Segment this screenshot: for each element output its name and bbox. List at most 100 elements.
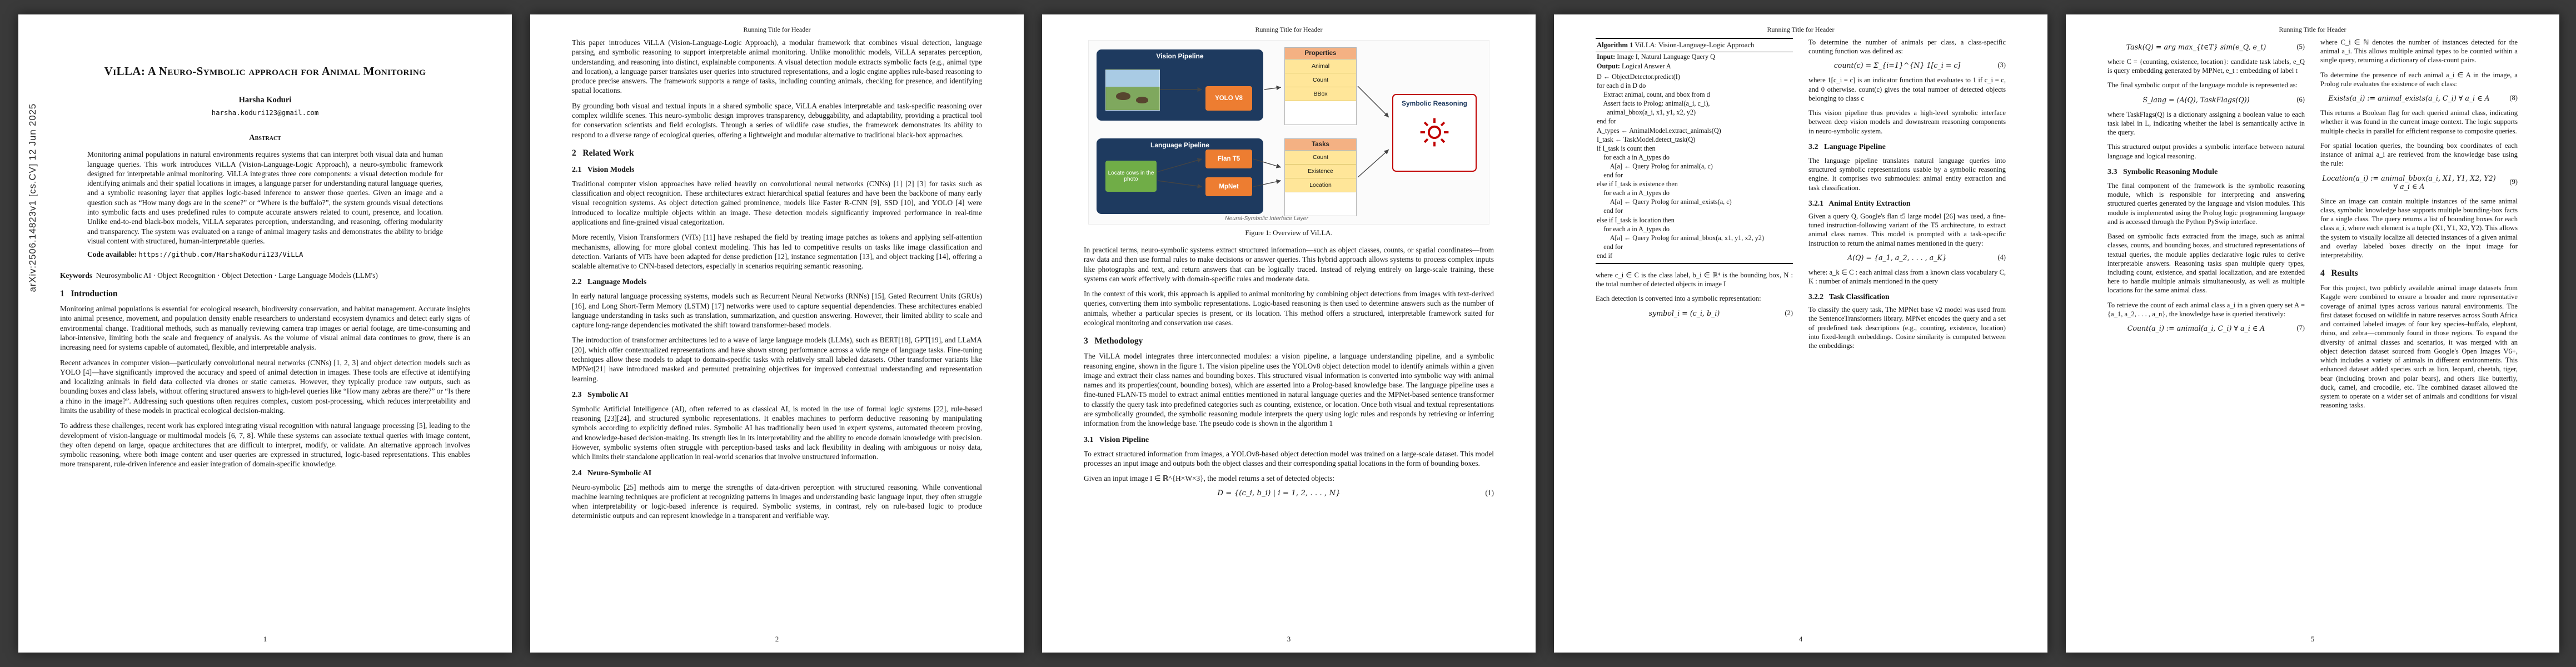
paper-title: ViLLA: A Neuro-Symbolic approach for Ani… — [104, 64, 426, 78]
language-pipeline-paragraph: The language pipeline translates natural… — [1808, 156, 2006, 192]
methodology-paragraph: The ViLLA model integrates three interco… — [1084, 352, 1494, 428]
properties-title: Properties — [1285, 48, 1356, 59]
equation-5-formula: Task(Q) = arg max_{t∈T} sim(e_Q, e_t) — [2126, 43, 2266, 51]
vision-pipeline-box: Vision Pipeline YOLO V8 — [1097, 49, 1263, 121]
section-2-related-work: 2 Related Work — [572, 148, 634, 158]
vision-models-paragraph-1: Traditional computer vision approaches h… — [572, 179, 982, 226]
section-2-3-symbolic-ai: 2.3 Symbolic AI — [572, 390, 629, 399]
reasoning-module-paragraph-2: Based on symbolic facts extracted from t… — [2107, 232, 2305, 295]
keywords-text: Neurosymbolic AI · Object Recognition · … — [96, 271, 378, 280]
algorithm-input-text: Image I, Natural Language Query Q — [1615, 53, 1715, 61]
running-header: Running Title for Header — [743, 26, 811, 33]
indicator-function-paragraph: where 1[c_i = c] is an indicator functio… — [1808, 76, 2006, 102]
page-5: Running Title for Header Task(Q) = arg m… — [2066, 14, 2559, 653]
yolo-v8-box: YOLO V8 — [1205, 86, 1252, 111]
equation-4: A(Q) = {a_1, a_2, . . . , a_K} (4) — [1808, 253, 2006, 262]
reasoning-module-paragraph-1: The final component of the framework is … — [2107, 181, 2305, 226]
code-label: Code available: — [87, 250, 137, 259]
task-labels-paragraph: where C = {counting, existence, location… — [2107, 58, 2305, 75]
query-example-box: Locate cows in the photo — [1105, 161, 1157, 192]
neuro-symbolic-practical-paragraph: In practical terms, neuro-symbolic syste… — [1084, 246, 1494, 283]
algorithm-1-title: Algorithm 1 ViLLA: Vision-Language-Logic… — [1596, 39, 1793, 52]
page-number: 1 — [263, 635, 267, 643]
mpnet-box: MpNet — [1205, 177, 1252, 196]
intro-paragraph-3: To address these challenges, recent work… — [60, 421, 470, 469]
code-availability-line: Code available: https://github.com/Harsh… — [87, 250, 443, 259]
count-instances-paragraph: where C_i ∈ ℕ denotes the number of inst… — [2320, 38, 2518, 64]
count-query-lead: To retrieve the count of each animal cla… — [2107, 301, 2305, 318]
vocabulary-paragraph: where: a_k ∈ C : each animal class from … — [1808, 268, 2006, 285]
equation-6-number: (6) — [2296, 95, 2305, 103]
page-4: Running Title for Header Algorithm 1 ViL… — [1554, 14, 2047, 653]
equation-8-number: (8) — [2509, 94, 2518, 102]
section-3-methodology: 3 Methodology — [1084, 336, 1143, 346]
multiple-instances-paragraph: Since an image can contain multiple inst… — [2320, 197, 2518, 259]
equation-7-number: (7) — [2296, 324, 2305, 332]
overview-paragraph-1: This paper introduces ViLLA (Vision-Lang… — [572, 38, 982, 95]
algorithm-output-text: Logical Answer A — [1620, 62, 1671, 70]
neuro-symbolic-paragraph: Neuro-symbolic [25] methods aim to merge… — [572, 482, 982, 520]
section-2-2-language-models: 2.2 Language Models — [572, 278, 647, 287]
taskflags-paragraph: where TaskFlags(Q) is a dictionary assig… — [2107, 110, 2305, 137]
equation-4-formula: A(Q) = {a_1, a_2, . . . , a_K} — [1847, 253, 1947, 262]
symbolic-reasoning-box: Symbolic Reasoning — [1392, 94, 1477, 172]
input-image-thumbnail — [1105, 69, 1160, 111]
figure-1-caption: Figure 1: Overview of ViLLA. — [1245, 229, 1333, 237]
author-email[interactable]: harsha.koduri123@gmail.com — [211, 109, 319, 117]
equation-9: Location(a_i) := animal_bbox(a_i, X1, Y1… — [2320, 174, 2518, 191]
equation-2-number: (2) — [1785, 308, 1793, 317]
keywords-line: Keywords Neurosymbolic AI · Object Recog… — [60, 271, 470, 280]
page-5-left-column: Task(Q) = arg max_{t∈T} sim(e_Q, e_t) (5… — [2107, 38, 2305, 416]
page-number: 4 — [1798, 635, 1803, 643]
equation-1-formula: D = {(c_i, b_i) | i = 1, 2, . . . , N} — [1217, 489, 1341, 497]
algorithm-output-line: Output: Logical Answer A — [1596, 62, 1793, 71]
equation-3-formula: count(c) = Σ_{i=1}^{N} 1[c_i = c] — [1833, 61, 1961, 70]
equation-9-formula: Location(a_i) := animal_bbox(a_i, X1, Y1… — [2322, 173, 2496, 191]
equation-4-number: (4) — [1997, 253, 2006, 261]
symbolic-representation-lead: Each detection is converted into a symbo… — [1596, 295, 1761, 303]
equation-3-number: (3) — [1997, 61, 2006, 69]
structured-output-paragraph: This structured output provides a symbol… — [2107, 143, 2305, 160]
section-2-4-neuro-symbolic-ai: 2.4 Neuro-Symbolic AI — [572, 469, 652, 477]
abstract-heading: Abstract — [249, 133, 281, 143]
section-3-2-1-animal-entity-extraction: 3.2.1 Animal Entity Extraction — [1808, 198, 1911, 207]
vision-pipeline-provides-paragraph: This vision pipeline thus provides a hig… — [1808, 109, 2006, 135]
entity-extraction-paragraph: Given a query Q, Google's flan t5 large … — [1808, 212, 2006, 247]
language-pipeline-label: Language Pipeline — [1150, 141, 1210, 149]
equation-2-formula: symbol_i = (c_i, b_i) — [1648, 308, 1720, 317]
equation-8-formula: Exists(a_i) := animal_exists(a_i, C_i) ∀… — [2328, 94, 2490, 103]
equation-6: S_lang = (A(Q), TaskFlags(Q)) (6) — [2107, 96, 2305, 104]
equation-8: Exists(a_i) := animal_exists(a_i, C_i) ∀… — [2320, 94, 2518, 102]
context-paragraph: In the context of this work, this approa… — [1084, 290, 1494, 327]
overview-paragraph-2: By grounding both visual and textual inp… — [572, 101, 982, 139]
running-header: Running Title for Header — [1767, 26, 1835, 33]
language-models-paragraph-2: The introduction of transformer architec… — [572, 336, 982, 383]
page-5-right-column: where C_i ∈ ℕ denotes the number of inst… — [2320, 38, 2518, 416]
equation-9-number: (9) — [2509, 178, 2518, 186]
page-number: 5 — [2310, 635, 2315, 643]
section-3-2-2-task-classification: 3.2.2 Task Classification — [1808, 292, 1890, 301]
page-1: arXiv:2506.14823v1 [cs.CV] 12 Jun 2025 V… — [18, 14, 512, 653]
author-name: Harsha Koduri — [238, 96, 292, 105]
animal-silhouette — [1136, 97, 1148, 103]
algorithm-1-box: Algorithm 1 ViLLA: Vision-Language-Logic… — [1596, 38, 1793, 264]
equation-1: D = {(c_i, b_i) | i = 1, 2, . . . , N} (… — [1084, 489, 1494, 497]
section-3-3-symbolic-reasoning-module: 3.3 Symbolic Reasoning Module — [2107, 167, 2218, 176]
section-3-1-vision-pipeline: 3.1 Vision Pipeline — [1084, 435, 1149, 444]
vision-pipeline-paragraph-2: Given an input image I ∈ ℝ^{H×W×3}, the … — [1084, 474, 1335, 483]
algorithm-input-label: Input: — [1597, 53, 1616, 61]
page-number: 3 — [1287, 635, 1291, 643]
equation-6-formula: S_lang = (A(Q), TaskFlags(Q)) — [2142, 95, 2250, 104]
equation-7-formula: Count(a_i) := animal(a_i, C_i) ∀ a_i ∈ A — [2127, 324, 2265, 333]
page-2: Running Title for Header This paper intr… — [530, 14, 1024, 653]
code-repo-link[interactable]: https://github.com/HarshaKoduri123/ViLLA — [138, 251, 303, 259]
section-3-2-language-pipeline: 3.2 Language Pipeline — [1808, 142, 1886, 151]
algorithm-input-line: Input: Image I, Natural Language Query Q — [1596, 52, 1793, 62]
symbolic-ai-paragraph: Symbolic Artificial Intelligence (AI), o… — [572, 404, 982, 461]
figure-1-overview-diagram: Vision Pipeline YOLO V8 Properties Anima… — [1088, 40, 1489, 225]
boolean-flag-paragraph: This returns a Boolean flag for each que… — [2320, 109, 2518, 135]
